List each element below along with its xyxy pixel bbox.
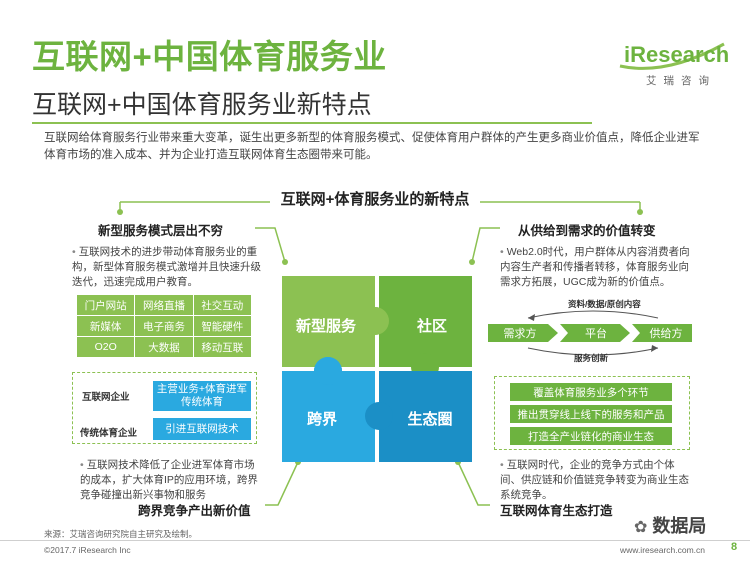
flow-label-platform: 平台 (585, 326, 607, 340)
puzzle-label-4: 生态圈 (407, 410, 452, 428)
flow-box-supply (632, 324, 692, 342)
bottom-right-bullet: •互联网时代，企业的竞争方式由个体间、供应链和价值链竞争转变为商业生态系统竞争。 (500, 459, 689, 501)
row-label-internet-company: 互联网企业 (82, 392, 130, 403)
top-left-bullet-text: 互联网技术的进步带动体育服务业的重构，新型体育服务模式激增并且快速升级迭代，迅速… (72, 246, 261, 288)
page-number: 8 (731, 541, 738, 553)
top-right-heading: 从供给到需求的价值转变 (518, 224, 656, 238)
puzzle-label-1: 新型服务 (296, 317, 357, 335)
bottom-left-bullet-text: 互联网技术降低了企业进军体育市场的成本，扩大体育IP的应用环境，跨界竞争碰撞出新… (80, 459, 258, 501)
header-divider (32, 122, 592, 124)
service-model-grid: 门户网站 网络直播 社交互动 新媒体 电子商务 智能硬件 O2O 大数据 移动互… (77, 295, 251, 357)
crossover-box (72, 372, 257, 444)
flow-box-platform (560, 324, 630, 342)
value-flow-diagram: 需求方 平台 供给方 (488, 310, 692, 356)
ecosystem-item: 推出贯穿线上线下的服务和产品 (510, 405, 672, 423)
puzzle-piece-crossover (282, 371, 375, 462)
grid-cell: 移动互联 (193, 337, 251, 357)
watermark-text: 数据局 (652, 516, 707, 536)
flow-box-demand (488, 324, 558, 342)
puzzle-piece-new-service (282, 276, 375, 367)
page-subtitle: 互联网+中国体育服务业新特点 (32, 91, 372, 119)
puzzle-label-3: 跨界 (307, 411, 337, 428)
grid-cell: 门户网站 (77, 295, 135, 315)
logo-chinese: 艾瑞咨询 (646, 75, 716, 87)
flow-label-supply: 供给方 (650, 326, 683, 340)
row-label-traditional-company: 传统体育企业 (80, 428, 138, 439)
grid-cell: 电子商务 (135, 316, 193, 336)
ecosystem-box (494, 376, 690, 450)
grid-cell: 网络直播 (135, 295, 193, 315)
grid-cell: 新媒体 (77, 316, 135, 336)
source-note: 来源：艾瑞咨询研究院自主研究及绘制。 (44, 529, 198, 539)
puzzle-piece-ecosystem (379, 371, 472, 462)
intro-text: 互联网给体育服务行业带来重大变革，诞生出更多新型的体育服务模式、促使体育用户群体… (44, 132, 700, 161)
internet-company-box: 主营业务+体育进军传统体育 (153, 381, 251, 411)
flow-top-label: 资料/数据/原创内容 (568, 299, 641, 309)
traditional-company-box: 引进互联网技术 (153, 418, 251, 440)
flow-bottom-label: 服务创新 (574, 353, 609, 363)
flow-label-demand: 需求方 (504, 326, 537, 340)
copyright: ©2017.7 iResearch Inc (44, 545, 131, 555)
bottom-left-heading: 跨界竞争产出新价值 (138, 504, 251, 518)
footer-divider (0, 540, 750, 541)
ecosystem-item: 打造全产业链化的商业生态 (510, 427, 672, 445)
bottom-right-bullet-text: 互联网时代，企业的竞争方式由个体间、供应链和价值链竞争转变为商业生态系统竞争。 (500, 459, 689, 501)
diagram-title: 互联网+体育服务业的新特点 (280, 191, 470, 208)
grid-cell: 智能硬件 (193, 316, 251, 336)
grid-cell: 大数据 (135, 337, 193, 357)
grid-cell: O2O (77, 337, 135, 357)
top-right-bullet: •Web2.0时代，用户群体从内容消费者向内容生产者和传播者转移，体育服务业向需… (500, 246, 690, 288)
grid-cell: 社交互动 (193, 295, 251, 315)
puzzle-diagram: 新型服务 社区 跨界 生态圈 (282, 276, 472, 462)
page-title: 互联网+中国体育服务业 (32, 38, 387, 75)
watermark-logo-icon: ✿ (634, 519, 648, 536)
bottom-left-bullet: •互联网技术降低了企业进军体育市场的成本，扩大体育IP的应用环境，跨界竞争碰撞出… (80, 459, 258, 501)
site-url: www.iresearch.com.cn (620, 545, 706, 555)
logo-word: iResearch (624, 42, 730, 67)
iresearch-logo: iResearch 艾瑞咨询 (616, 36, 730, 92)
puzzle-label-2: 社区 (416, 317, 447, 335)
top-left-bullet: •互联网技术的进步带动体育服务业的重构，新型体育服务模式激增并且快速升级迭代，迅… (72, 246, 261, 288)
ecosystem-item: 覆盖体育服务业多个环节 (510, 383, 672, 401)
logo-swoosh-icon (619, 42, 725, 70)
bottom-right-heading: 互联网体育生态打造 (500, 504, 613, 518)
watermark: ✿ 数据局 (634, 512, 706, 538)
top-left-heading: 新型服务模式层出不穷 (98, 224, 224, 238)
top-right-bullet-text: Web2.0时代，用户群体从内容消费者向内容生产者和传播者转移，体育服务业向需求… (500, 246, 690, 288)
puzzle-piece-community (379, 276, 472, 367)
